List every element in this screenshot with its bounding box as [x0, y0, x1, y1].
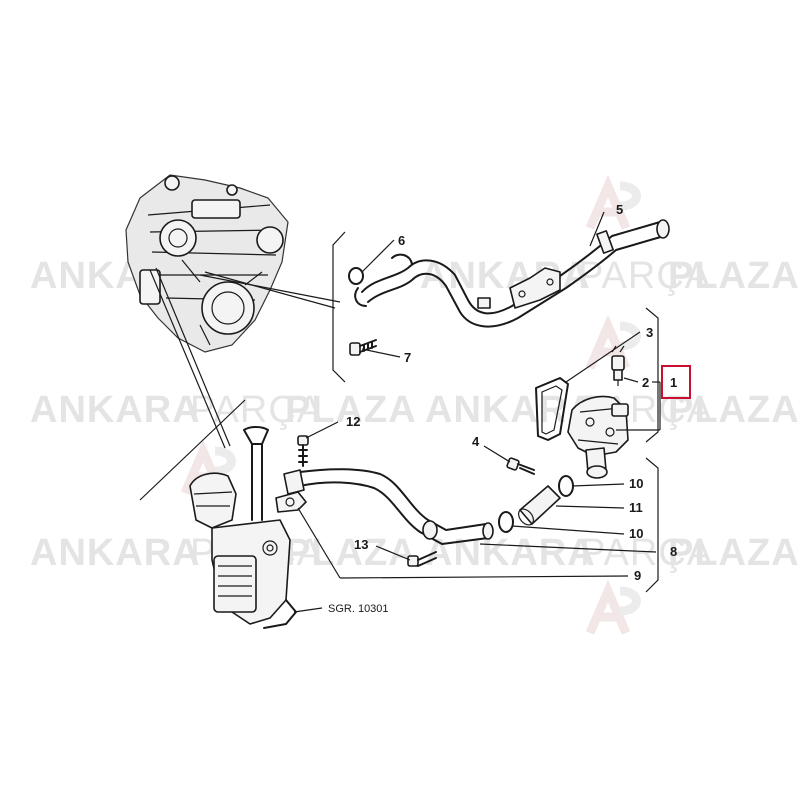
- coolant-pipe-upper: [354, 219, 670, 328]
- diagram-code: SGR. 10301: [328, 603, 389, 615]
- bolt-7: [349, 339, 377, 356]
- bolt-4: [506, 457, 535, 475]
- label-part-2: 2: [642, 375, 649, 390]
- highlight-box-part-1: [661, 365, 691, 399]
- bracket-thermostat-group: [645, 307, 659, 443]
- watermark-word-1: ANKARA: [425, 532, 596, 574]
- label-leaders: [293, 211, 661, 613]
- watermark-word-3: PLAZA: [668, 255, 800, 297]
- flange-gasket-9: [275, 491, 307, 513]
- watermark-word-3: PLAZA: [668, 389, 800, 431]
- watermark-word-1: ANKARA: [420, 255, 591, 297]
- label-part-7: 7: [404, 350, 411, 365]
- label-part-12: 12: [346, 414, 360, 429]
- watermark-logo-bottom: [585, 579, 641, 635]
- bracket-upper-group: [332, 231, 346, 383]
- oil-filter-housing: [189, 426, 297, 629]
- watermark-logos: [180, 174, 641, 635]
- label-part-6: 6: [398, 233, 405, 248]
- label-part-3: 3: [646, 325, 653, 340]
- bracket-right-group: [645, 457, 659, 593]
- watermark-word-2: PARÇA: [580, 532, 713, 574]
- label-part-13: 13: [354, 537, 368, 552]
- bracket-oil-group: [139, 399, 246, 501]
- watermark-logo-top: [585, 174, 641, 230]
- label-part-8: 8: [670, 544, 677, 559]
- bolt-12: [297, 435, 309, 467]
- watermark-word-1: ANKARA: [30, 389, 201, 431]
- label-part-10-top: 10: [629, 476, 643, 491]
- watermark-word-1: ANKARA: [30, 532, 201, 574]
- hose-clamp-10-top: [558, 475, 574, 497]
- watermark-word-2: PARÇA: [190, 389, 323, 431]
- label-part-5: 5: [616, 202, 623, 217]
- watermark-word-3: PLAZA: [285, 532, 417, 574]
- gasket-3: [535, 377, 569, 441]
- part-labels: 5 6 7 3 2 1 4 10 11 10 8 9 12 13 SGR. 10…: [328, 202, 677, 615]
- o-ring-6: [348, 267, 364, 285]
- engine-assembly: [125, 174, 289, 353]
- engine-leaders: [149, 267, 341, 449]
- watermark-word-3: PLAZA: [668, 532, 800, 574]
- temperature-sensor: [611, 345, 625, 386]
- hose-clamp-10-bottom: [498, 511, 514, 533]
- coolant-pipe-lower: [283, 468, 494, 545]
- label-part-4: 4: [472, 434, 480, 449]
- hose-11: [518, 485, 561, 526]
- watermark-word-3: PLAZA: [285, 389, 417, 431]
- bolt-13: [407, 551, 437, 567]
- watermark-logo-mid: [585, 314, 641, 370]
- thermostat-housing: [567, 395, 629, 479]
- label-part-1: 1: [670, 375, 677, 390]
- label-part-11: 11: [629, 500, 643, 515]
- label-part-9: 9: [634, 568, 641, 583]
- label-part-10-bottom: 10: [629, 526, 643, 541]
